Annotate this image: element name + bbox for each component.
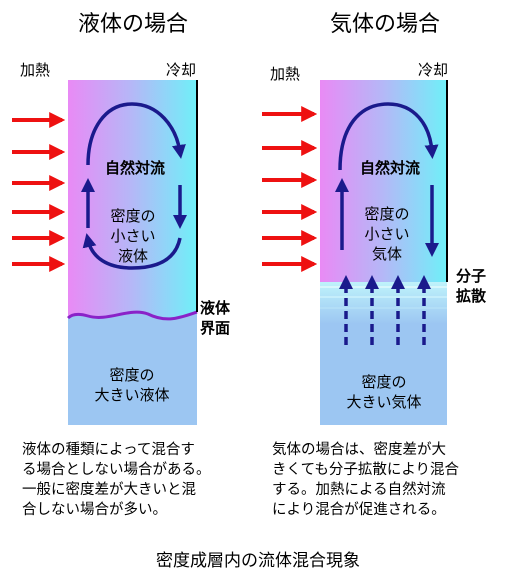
right-heat-arrows	[262, 106, 318, 272]
left-convection-label: 自然対流	[104, 159, 165, 177]
figure-caption: 密度成層内の流体混合現象	[156, 551, 360, 571]
right-cool-label: 冷却	[418, 61, 449, 79]
right-lower-fluid-label: 密度の大きい気体	[346, 373, 422, 411]
right-heat-label: 加熱	[270, 65, 301, 83]
right-convection-label: 自然対流	[359, 159, 420, 177]
right-upper-fluid-label: 密度の小さい気体	[364, 205, 410, 263]
left-lower-fluid-label: 密度の大きい液体	[94, 366, 170, 404]
right-convection-loop	[335, 102, 439, 257]
left-upper-fluid-label: 密度の小さい液体	[110, 207, 156, 265]
right-diffusion-arrows	[339, 275, 431, 345]
right-title: 気体の場合	[330, 12, 441, 37]
left-heat-arrows	[12, 112, 66, 272]
left-description: 液体の種類によって混合する場合としない場合がある。一般に密度差が大きいと混合しな…	[22, 442, 211, 518]
right-diffusion-label: 分子拡散	[456, 267, 487, 305]
left-title: 液体の場合	[78, 12, 189, 37]
right-description: 気体の場合は、密度差が大きくても分子拡散により混合する。加熱による自然対流により…	[272, 442, 460, 518]
left-interface-label: 液体界面	[200, 299, 231, 337]
left-cool-label: 冷却	[166, 61, 197, 79]
left-heat-label: 加熱	[20, 61, 51, 79]
left-convection-loop	[81, 102, 187, 270]
liquid-interface-line	[66, 310, 198, 321]
